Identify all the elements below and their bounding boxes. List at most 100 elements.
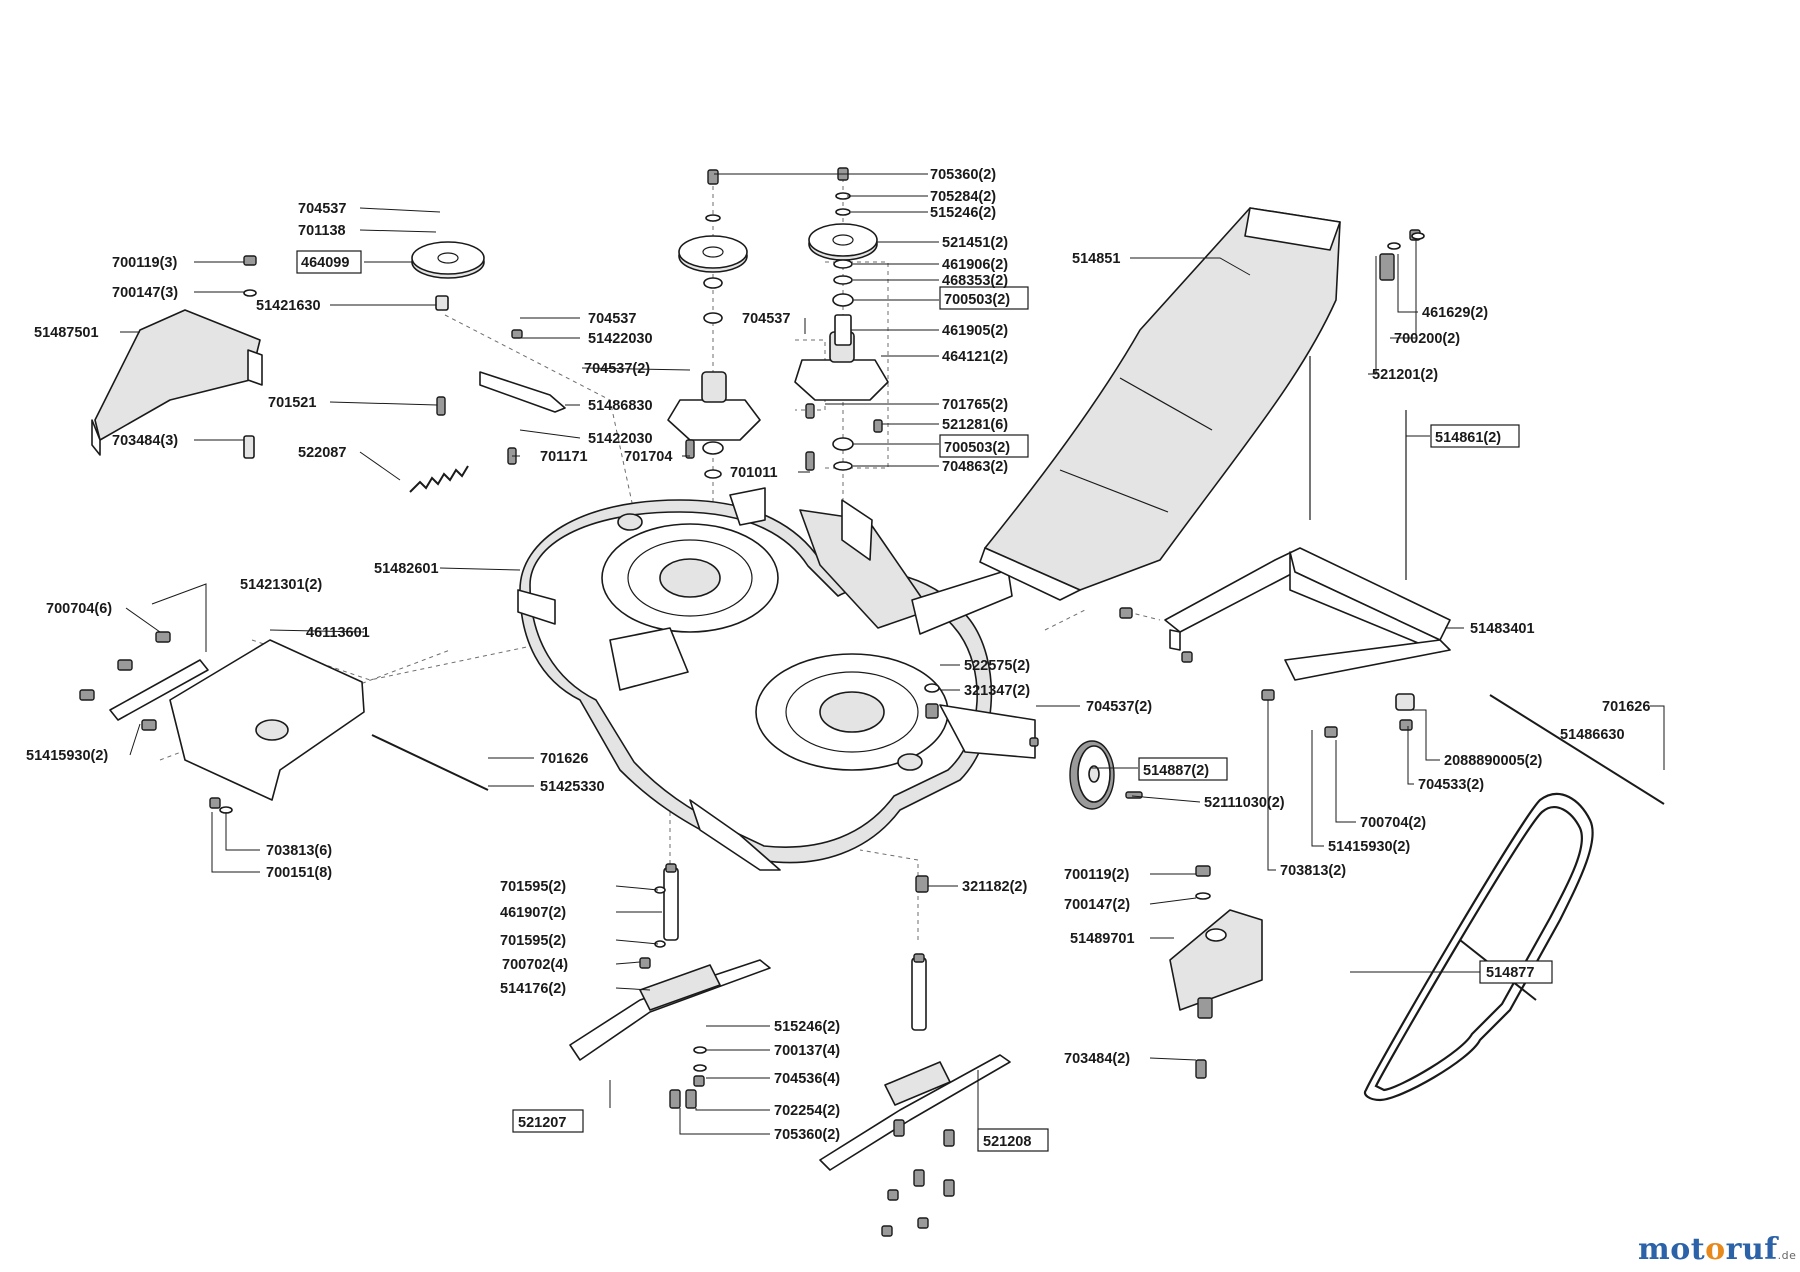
label-701138: 701138	[298, 223, 346, 239]
label-701595-2-a: 701595(2)	[500, 879, 566, 895]
site-logo: motoruf.de	[1638, 1232, 1796, 1267]
label-705360-2-top: 705360(2)	[930, 167, 996, 183]
label-701626-b: 701626	[1602, 699, 1650, 715]
mount-bracket-left	[109, 639, 365, 801]
hardware	[79, 167, 1665, 1237]
label-701171: 701171	[540, 449, 588, 465]
label-701626-a: 701626	[540, 751, 588, 767]
label-514877: 514877	[1486, 965, 1534, 981]
label-521281-6: 521281(6)	[942, 417, 1008, 433]
label-51415930-2-b: 51415930(2)	[1328, 839, 1410, 855]
label-514861-2: 514861(2)	[1435, 430, 1501, 446]
label-51486630: 51486630	[1560, 727, 1625, 743]
label-700200-2: 700200(2)	[1394, 331, 1460, 347]
label-704533-2: 704533(2)	[1418, 777, 1484, 793]
label-700151-8: 700151(8)	[266, 865, 332, 881]
label-700704-6: 700704(6)	[46, 601, 112, 617]
blade-left	[569, 959, 771, 1061]
label-522087: 522087	[298, 445, 346, 461]
mower-deck	[517, 487, 1036, 871]
label-51422030-a: 51422030	[588, 331, 653, 347]
label-51422030-b: 51422030	[588, 431, 653, 447]
label-51483401: 51483401	[1470, 621, 1535, 637]
pulley-464099	[411, 241, 485, 279]
label-46113601: 46113601	[306, 625, 370, 641]
label-521208: 521208	[983, 1134, 1031, 1150]
label-703813-2: 703813(2)	[1280, 863, 1346, 879]
label-51421630: 51421630	[256, 298, 321, 314]
label-51489701: 51489701	[1070, 931, 1135, 947]
label-521207: 521207	[518, 1115, 566, 1131]
belt-guard-left	[91, 309, 263, 456]
spindle-housing-center	[667, 371, 761, 441]
label-514851: 514851	[1072, 251, 1120, 267]
label-700147-3: 700147(3)	[112, 285, 178, 301]
label-52111030-2: 52111030(2)	[1204, 795, 1285, 811]
label-704863-2: 704863(2)	[942, 459, 1008, 475]
idler-arm	[479, 371, 566, 413]
label-514176-2: 514176(2)	[500, 981, 566, 997]
label-51421301-2: 51421301(2)	[240, 577, 322, 593]
label-461907-2: 461907(2)	[500, 905, 566, 921]
label-514887-2: 514887(2)	[1143, 763, 1209, 779]
label-705360-2-bot: 705360(2)	[774, 1127, 840, 1143]
boxed-label-frames	[296, 250, 1553, 1152]
label-704536-4: 704536(4)	[774, 1071, 840, 1087]
spring-522087	[409, 465, 469, 493]
label-521451-2: 521451(2)	[942, 235, 1008, 251]
label-703813-6: 703813(6)	[266, 843, 332, 859]
label-51482601: 51482601	[374, 561, 439, 577]
logo-part-2: o	[1705, 1232, 1726, 1267]
label-522575-2: 522575(2)	[964, 658, 1030, 674]
label-461629-2: 461629(2)	[1422, 305, 1488, 321]
blade-right	[819, 1054, 1011, 1171]
part-labels: 705360(2) 705284(2) 515246(2) 521451(2) …	[26, 167, 1650, 1150]
leader-lines	[120, 173, 1665, 1140]
label-705284-2: 705284(2)	[930, 189, 996, 205]
pulley-521451	[808, 223, 878, 261]
label-700137-4: 700137(4)	[774, 1043, 840, 1059]
label-704537-a: 704537	[298, 201, 346, 217]
label-464121-2: 464121(2)	[942, 349, 1008, 365]
logo-part-3: ruf	[1725, 1232, 1778, 1267]
logo-suffix: .de	[1777, 1249, 1797, 1262]
label-700503-2-a: 700503(2)	[944, 292, 1010, 308]
label-515246-2-bot: 515246(2)	[774, 1019, 840, 1035]
label-702254-2: 702254(2)	[774, 1103, 840, 1119]
label-521201-2: 521201(2)	[1372, 367, 1438, 383]
label-701765-2: 701765(2)	[942, 397, 1008, 413]
label-515246-2-top: 515246(2)	[930, 205, 996, 221]
label-2088890005-2: 2088890005(2)	[1444, 753, 1543, 769]
label-51415930-2-a: 51415930(2)	[26, 748, 108, 764]
label-461905-2: 461905(2)	[942, 323, 1008, 339]
label-51487501: 51487501	[34, 325, 99, 341]
label-700704-2: 700704(2)	[1360, 815, 1426, 831]
logo-part-1: mot	[1638, 1232, 1706, 1267]
label-321182-2: 321182(2)	[962, 879, 1027, 895]
label-704537-2-b: 704537(2)	[1086, 699, 1152, 715]
label-701704: 701704	[624, 449, 672, 465]
label-468353-2: 468353(2)	[942, 273, 1008, 289]
discharge-chute	[979, 207, 1341, 601]
label-704537-b: 704537	[588, 311, 636, 327]
spindle-shaft-right	[911, 953, 927, 1031]
label-703484-3: 703484(3)	[112, 433, 178, 449]
belt-guard-right	[1169, 909, 1263, 1019]
label-321347-2: 321347(2)	[964, 683, 1030, 699]
label-464099: 464099	[301, 255, 349, 271]
label-700702-4: 700702(4)	[502, 957, 568, 973]
label-51425330: 51425330	[540, 779, 605, 795]
label-700147-2: 700147(2)	[1064, 897, 1130, 913]
label-461906-2: 461906(2)	[942, 257, 1008, 273]
label-700119-3: 700119(3)	[112, 255, 177, 271]
label-701595-2-b: 701595(2)	[500, 933, 566, 949]
label-700119-2: 700119(2)	[1064, 867, 1129, 883]
front-axle-frame	[1164, 547, 1451, 681]
label-51486830: 51486830	[588, 398, 653, 414]
label-703484-2: 703484(2)	[1064, 1051, 1130, 1067]
label-701011: 701011	[730, 465, 778, 481]
gauge-wheel	[1069, 740, 1115, 810]
label-704537-2-a: 704537(2)	[584, 361, 650, 377]
label-701521: 701521	[268, 395, 316, 411]
